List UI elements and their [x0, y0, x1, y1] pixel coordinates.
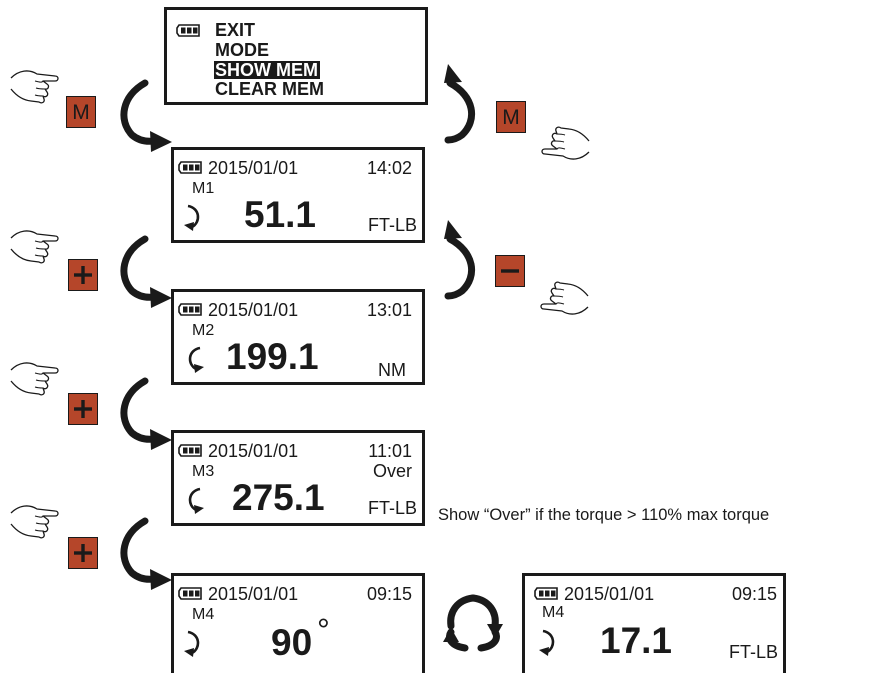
minus-button[interactable] — [495, 255, 525, 287]
over-indicator: Over — [372, 461, 412, 481]
menu-item-mode[interactable]: MODE — [215, 40, 269, 60]
plus-icon — [74, 544, 92, 562]
memory-screen-m4-angle: 2015/01/01 09:15 M4 90 ° — [171, 573, 425, 673]
flow-arrow-left-4 — [120, 517, 172, 590]
over-note: Show “Over” if the torque > 110% max tor… — [438, 506, 770, 524]
unit-label: NM — [378, 360, 406, 380]
menu-screen: EXIT MODE SHOW MEM CLEAR MEM — [164, 7, 428, 105]
plus-button-2[interactable] — [68, 393, 98, 425]
angle-value: 90 — [271, 622, 313, 663]
clockwise-icon — [184, 630, 200, 657]
plus-icon — [74, 266, 92, 284]
counterclockwise-icon — [188, 346, 204, 373]
mode-button-left[interactable]: M — [66, 96, 96, 128]
degree-symbol: ° — [317, 612, 330, 648]
menu-item-clear-mem[interactable]: CLEAR MEM — [215, 79, 324, 99]
mode-button-right[interactable]: M — [496, 101, 526, 133]
pointing-hand-icon — [10, 362, 59, 396]
pointing-hand-icon — [540, 281, 589, 315]
flow-arrow-left-1 — [120, 79, 172, 152]
flow-arrow-left-2 — [120, 235, 172, 308]
cycle-arrows-icon — [443, 594, 503, 652]
battery-icon — [178, 161, 202, 174]
menu-item-show-mem[interactable]: SHOW MEM — [214, 60, 320, 80]
torque-value: 51.1 — [244, 194, 317, 235]
memory-time: 14:02 — [366, 158, 412, 178]
memory-time: 09:15 — [366, 584, 412, 604]
flow-arrow-right-1 — [444, 64, 475, 144]
memory-slot-label: M2 — [192, 322, 215, 339]
pointing-hand-icon — [10, 70, 59, 104]
memory-time: 13:01 — [366, 300, 412, 320]
plus-button-3[interactable] — [68, 537, 98, 569]
memory-screen-m4-torque: 2015/01/01 09:15 M4 17.1 FT-LB — [522, 573, 786, 673]
minus-icon — [501, 269, 519, 273]
mode-button-label: M — [502, 105, 520, 129]
memory-slot-label: M4 — [192, 606, 215, 623]
flow-arrow-right-2 — [444, 220, 475, 300]
menu-item-exit[interactable]: EXIT — [215, 20, 256, 40]
counterclockwise-icon — [188, 487, 204, 514]
battery-icon — [178, 587, 202, 600]
torque-value: 17.1 — [600, 620, 673, 661]
plus-icon — [74, 400, 92, 418]
memory-screen-m3: 2015/01/01 11:01 Over M3 275.1 FT-LB — [171, 430, 425, 526]
memory-screen-m2: 2015/01/01 13:01 M2 199.1 NM — [171, 289, 425, 385]
plus-button-1[interactable] — [68, 259, 98, 291]
battery-icon — [176, 24, 200, 37]
memory-slot-label: M1 — [192, 180, 215, 197]
clockwise-icon — [184, 204, 200, 231]
memory-screen-m1: 2015/01/01 14:02 M1 51.1 FT-LB — [171, 147, 425, 243]
flow-arrow-left-3 — [120, 377, 172, 450]
pointing-hand-icon — [10, 230, 59, 264]
memory-date: 2015/01/01 — [564, 584, 655, 604]
memory-slot-label: M4 — [542, 604, 565, 621]
clockwise-icon — [539, 629, 555, 656]
torque-value: 275.1 — [232, 477, 325, 518]
memory-date: 2015/01/01 — [208, 584, 299, 604]
memory-date: 2015/01/01 — [208, 441, 299, 461]
pointing-hand-icon — [10, 505, 59, 539]
memory-slot-label: M3 — [192, 463, 215, 480]
memory-date: 2015/01/01 — [208, 158, 299, 178]
memory-time: 09:15 — [731, 584, 777, 604]
battery-icon — [534, 587, 558, 600]
torque-value: 199.1 — [226, 336, 319, 377]
mode-button-label: M — [72, 100, 90, 124]
memory-time: 11:01 — [368, 441, 412, 461]
pointing-hand-icon — [541, 126, 590, 160]
memory-date: 2015/01/01 — [208, 300, 299, 320]
unit-label: FT-LB — [367, 215, 417, 235]
unit-label: FT-LB — [367, 498, 417, 518]
unit-label: FT-LB — [728, 642, 778, 662]
